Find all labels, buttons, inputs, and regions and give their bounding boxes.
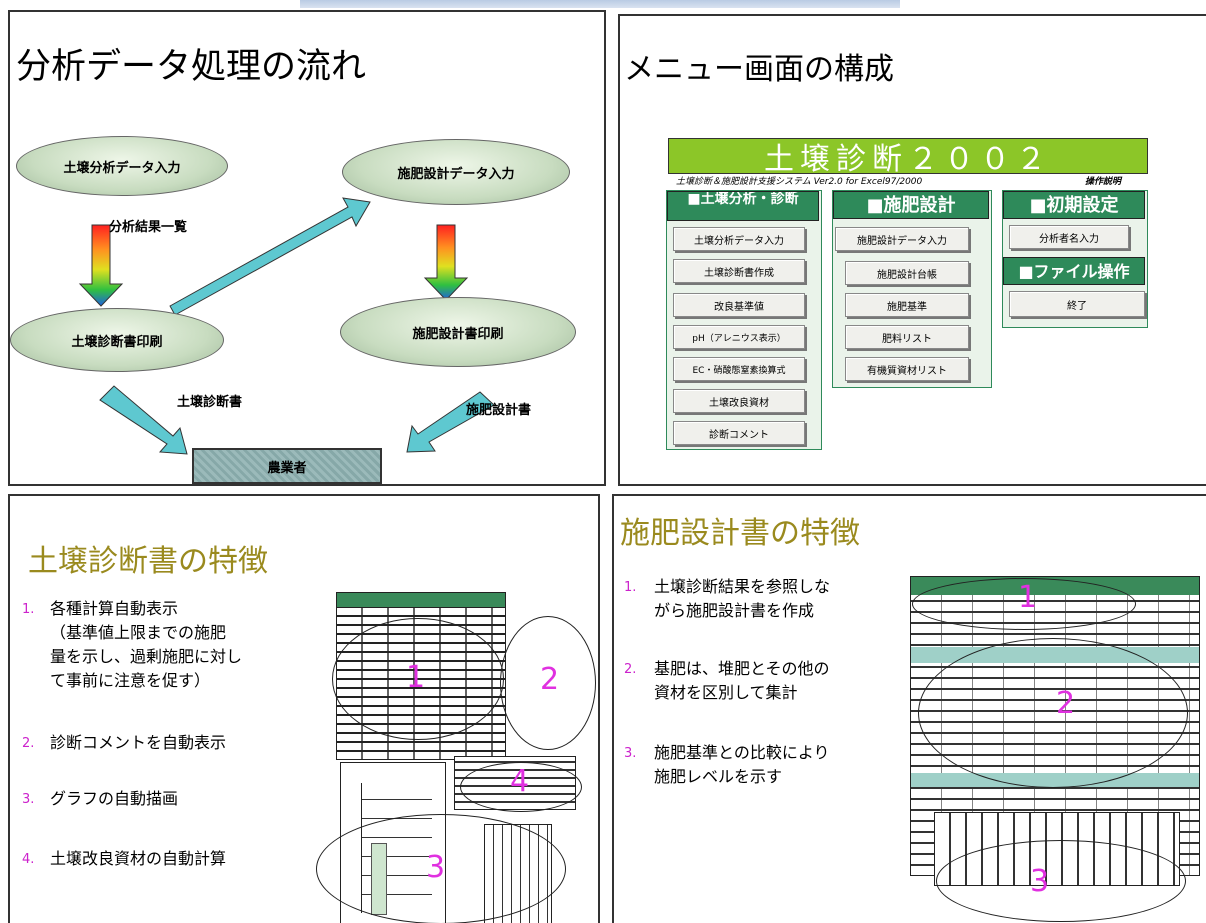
panel-soil-report-features: 土壌診断書の特徴 1. 各種計算自動表示 （基準値上限までの施肥 量を示し、過剰…	[8, 494, 600, 923]
menu-button-fert-input[interactable]: 施肥設計データ入力	[835, 227, 969, 251]
soil-marker-ellipse-4	[460, 762, 582, 812]
panel-data-flow: 分析データ処理の流れ 土壌分析データ入力 施肥設計データ入力 土壌診断書印刷 施…	[8, 10, 606, 486]
flow-arrows	[78, 197, 495, 455]
node-fert-print: 施肥設計書印刷	[340, 297, 576, 367]
fert-feature-2-number: 2.	[624, 662, 637, 677]
thumb-header-bar	[337, 593, 505, 607]
soil-feature-2-number: 2.	[22, 736, 35, 751]
soil-marker-ellipse-2	[500, 616, 596, 750]
node-fert-input: 施肥設計データ入力	[342, 139, 570, 205]
panel-soil-report-title: 土壌診断書の特徴	[28, 544, 268, 579]
menu-button-fert-standard[interactable]: 施肥基準	[845, 293, 969, 317]
fert-marker-ellipse-2	[918, 638, 1188, 788]
arrow-diagonal-up	[169, 197, 371, 316]
menu-column-file-header: ■ファイル操作	[1003, 257, 1145, 285]
fert-marker-ellipse-1	[912, 578, 1136, 630]
arrow-to-farmer-left	[99, 385, 188, 455]
arrow-down-left	[78, 224, 124, 307]
soil-feature-1-line-3: 量を示し、過剰施肥に対し	[50, 647, 243, 666]
menu-button-ec-formula[interactable]: EC・硝酸態窒素換算式	[673, 357, 805, 381]
menu-button-fert-ledger[interactable]: 施肥設計台帳	[845, 261, 969, 285]
panel-data-flow-title: 分析データ処理の流れ	[16, 47, 367, 87]
fert-feature-3-line-2: 施肥レベルを示す	[654, 767, 783, 786]
soil-feature-1-line-4: て事前に注意を促す）	[50, 671, 211, 690]
fert-marker-number-2: 2	[1056, 686, 1076, 721]
menu-column-settings-header: ■初期設定	[1003, 191, 1145, 219]
menu-help-link[interactable]: 操作説明	[1085, 177, 1122, 187]
fert-feature-3-number: 3.	[624, 746, 637, 761]
soil-marker-number-2: 2	[540, 662, 560, 697]
fert-feature-3-line-1: 施肥基準との比較により	[654, 743, 830, 762]
menu-button-fert-list[interactable]: 肥料リスト	[845, 325, 969, 349]
menu-button-exit[interactable]: 終了	[1009, 291, 1145, 317]
panel-fert-report-title: 施肥設計書の特徴	[620, 516, 860, 551]
menu-button-ph[interactable]: pH（アレニウス表示）	[673, 325, 805, 349]
label-soil-report: 土壌診断書	[177, 395, 243, 410]
soil-marker-number-4: 4	[510, 764, 530, 799]
menu-button-improve-standard[interactable]: 改良基準値	[673, 293, 805, 317]
soil-feature-2-line-1: 診断コメントを自動表示	[50, 733, 227, 752]
fert-marker-ellipse-3	[936, 840, 1186, 922]
menu-button-diag-comment[interactable]: 診断コメント	[673, 421, 805, 445]
soil-feature-4-number: 4.	[22, 852, 35, 867]
label-results-list: 分析結果一覧	[109, 220, 188, 235]
menu-column-fert-header: ■施肥設計	[833, 191, 989, 219]
arrow-down-right	[423, 224, 469, 301]
menu-button-soil-input[interactable]: 土壌分析データ入力	[673, 227, 805, 251]
fert-feature-2-line-2: 資材を区別して集計	[654, 683, 798, 702]
menu-button-soil-material[interactable]: 土壌改良資材	[673, 389, 805, 413]
soil-feature-3-number: 3.	[22, 792, 35, 807]
soil-feature-4-line-1: 土壌改良資材の自動計算	[50, 849, 227, 868]
arrow-to-farmer-right	[406, 391, 495, 453]
menu-button-analyst-name[interactable]: 分析者名入力	[1009, 225, 1129, 249]
soil-feature-1-number: 1.	[22, 602, 35, 617]
soil-marker-number-3: 3	[426, 850, 446, 885]
label-fert-report: 施肥設計書	[466, 403, 532, 418]
top-cutoff-strip	[300, 0, 900, 8]
node-soil-input: 土壌分析データ入力	[16, 136, 228, 196]
panel-menu-structure: メニュー画面の構成 土壌診断２００２ 土壌診断＆施肥設計支援システム Ver2.…	[618, 14, 1206, 486]
node-farmer: 農業者	[192, 448, 382, 484]
soil-feature-1-line-1: 各種計算自動表示	[50, 599, 179, 618]
menu-button-soil-report[interactable]: 土壌診断書作成	[673, 259, 805, 283]
soil-feature-1-line-2: （基準値上限までの施肥	[50, 623, 227, 642]
menu-button-organic-list[interactable]: 有機質資材リスト	[845, 357, 969, 381]
panel-fert-report-features: 施肥設計書の特徴 1. 土壌診断結果を参照しな がら施肥設計書を作成 2. 基肥…	[612, 494, 1206, 923]
fert-feature-2-line-1: 基肥は、堆肥とその他の	[654, 659, 830, 678]
node-soil-print: 土壌診断書印刷	[10, 308, 224, 372]
menu-column-settings: ■初期設定 分析者名入力 ■ファイル操作 終了	[1002, 190, 1148, 328]
menu-banner: 土壌診断２００２	[668, 138, 1148, 177]
soil-marker-ellipse-3	[316, 814, 566, 923]
fert-feature-1-number: 1.	[624, 580, 637, 595]
soil-feature-3-line-1: グラフの自動描画	[50, 789, 179, 808]
fert-marker-number-3: 3	[1030, 864, 1050, 899]
menu-column-soil-header: ■土壌分析・診断	[667, 191, 819, 221]
menu-column-fert: ■施肥設計 施肥設計データ入力 施肥設計台帳 施肥基準 肥料リスト 有機質資材リ…	[832, 190, 992, 388]
panel-menu-title: メニュー画面の構成	[624, 52, 894, 87]
fert-feature-1-line-2: がら施肥設計書を作成	[654, 601, 815, 620]
fert-marker-number-1: 1	[1018, 580, 1038, 615]
fert-feature-1-line-1: 土壌診断結果を参照しな	[654, 577, 831, 596]
menu-subtitle: 土壌診断＆施肥設計支援システム Ver2.0 for Excel97/2000	[676, 177, 923, 187]
menu-column-soil: ■土壌分析・診断 土壌分析データ入力 土壌診断書作成 改良基準値 pH（アレニウ…	[666, 190, 822, 450]
soil-marker-number-1: 1	[406, 660, 426, 695]
